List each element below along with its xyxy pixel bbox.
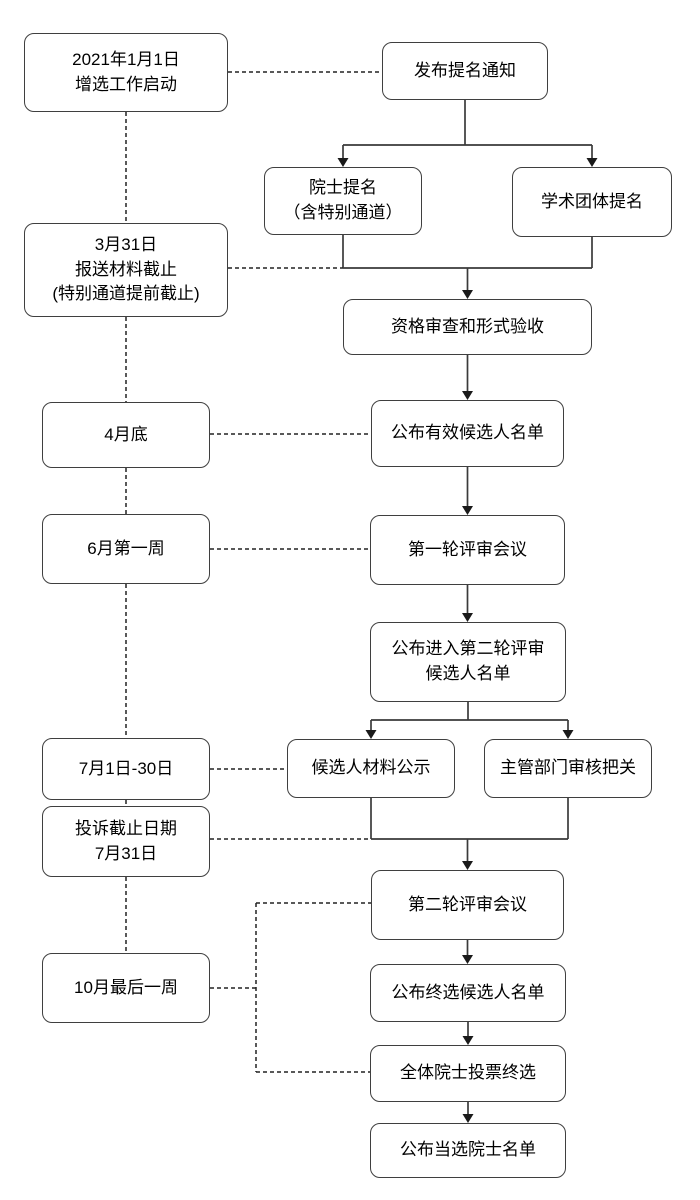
process-box-academic-society-nomination-label: 学术团体提名 (541, 191, 643, 211)
process-box-announce-final-candidates-label: 公布终选候选人名单 (391, 982, 545, 1002)
process-box-authority-review-label: 主管部门审核把关 (500, 758, 636, 778)
process-box-second-round-review-label: 第二轮评审会议 (408, 894, 527, 914)
timeline-box-first-week-june-label: 6月第一周 (87, 538, 165, 558)
timeline-box-end-of-april-label: 4月底 (104, 424, 148, 444)
timeline-box-materials-deadline: 3月31日 报送材料截止 (特别通道提前截止) (24, 223, 228, 317)
process-box-academic-society-nomination: 学术团体提名 (512, 167, 672, 237)
process-box-announce-final-candidates: 公布终选候选人名单 (370, 964, 566, 1022)
process-box-all-academicians-vote-label: 全体院士投票终选 (400, 1063, 536, 1083)
process-box-publish-notice: 发布提名通知 (382, 42, 548, 100)
timeline-box-materials-deadline-label: 3月31日 报送材料截止 (特别通道提前截止) (52, 235, 200, 304)
process-box-candidate-material-publicity: 候选人材料公示 (287, 739, 455, 798)
process-box-qualification-review: 资格审查和形式验收 (343, 299, 592, 355)
timeline-box-july-1-30-label: 7月1日-30日 (78, 758, 174, 778)
timeline-box-start-label: 2021年1月1日 增选工作启动 (72, 49, 180, 94)
process-box-academician-nomination: 院士提名 （含特别通道） (264, 167, 422, 235)
process-box-announce-elected-label: 公布当选院士名单 (400, 1140, 536, 1160)
process-box-announce-valid-candidates: 公布有效候选人名单 (371, 400, 564, 467)
process-box-authority-review: 主管部门审核把关 (484, 739, 652, 798)
process-box-announce-elected: 公布当选院士名单 (370, 1123, 566, 1178)
arrowheads (337, 158, 598, 1123)
timeline-box-first-week-june: 6月第一周 (42, 514, 210, 584)
process-box-announce-second-round: 公布进入第二轮评审 候选人名单 (370, 622, 566, 702)
process-box-candidate-material-publicity-label: 候选人材料公示 (311, 758, 431, 778)
process-box-all-academicians-vote: 全体院士投票终选 (370, 1045, 566, 1102)
timeline-box-last-week-october-label: 10月最后一周 (74, 977, 178, 997)
timeline-box-complaint-deadline: 投诉截止日期 7月31日 (42, 806, 210, 877)
timeline-box-end-of-april: 4月底 (42, 402, 210, 468)
timeline-box-complaint-deadline-label: 投诉截止日期 7月31日 (75, 818, 177, 863)
process-box-second-round-review: 第二轮评审会议 (371, 870, 564, 940)
timeline-box-july-1-30: 7月1日-30日 (42, 738, 210, 800)
solid-connectors (342, 100, 593, 1115)
process-box-academician-nomination-label: 院士提名 （含特别通道） (283, 178, 403, 222)
process-box-qualification-review-label: 资格审查和形式验收 (391, 316, 544, 336)
dashed-connectors (125, 71, 382, 1073)
process-box-announce-valid-candidates-label: 公布有效候选人名单 (391, 423, 544, 443)
timeline-box-start: 2021年1月1日 增选工作启动 (24, 33, 228, 112)
timeline-box-last-week-october: 10月最后一周 (42, 953, 210, 1023)
process-box-publish-notice-label: 发布提名通知 (414, 60, 516, 80)
process-box-first-round-review-label: 第一轮评审会议 (408, 539, 527, 559)
process-box-announce-second-round-label: 公布进入第二轮评审 候选人名单 (391, 639, 545, 683)
process-box-first-round-review: 第一轮评审会议 (370, 515, 565, 585)
